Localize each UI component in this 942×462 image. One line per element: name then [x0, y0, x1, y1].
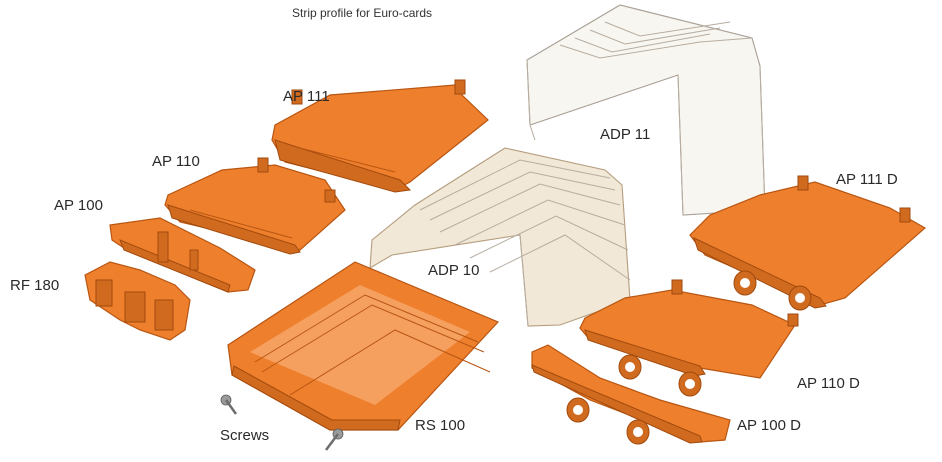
adp11-profile-shape	[526, 4, 766, 216]
rs100-part-shape	[227, 261, 500, 431]
label-ap100: AP 100	[54, 197, 103, 214]
rf180-part-shape	[84, 261, 191, 341]
label-rs100: RS 100	[415, 417, 466, 434]
ap110d-part-shape	[579, 279, 799, 397]
label-adp11: ADP 11	[600, 126, 651, 143]
label-screws: Screws	[220, 427, 270, 444]
label-adp10: ADP 10	[428, 262, 480, 279]
label-ap100d: AP 100 D	[737, 417, 801, 434]
screw-icon	[220, 394, 344, 451]
ap110-part-shape	[164, 157, 346, 255]
label-ap110: AP 110	[152, 153, 200, 170]
label-ap111: AP 111	[283, 88, 330, 105]
ap111-part-shape	[271, 79, 489, 193]
label-rf180: RF 180	[10, 277, 60, 294]
label-ap111d: AP 111 D	[836, 171, 898, 188]
ap100d-part-shape	[531, 344, 731, 445]
page-title: Strip profile for Euro-cards	[292, 6, 433, 20]
adp10-profile-shape	[369, 147, 631, 327]
label-ap110d: AP 110 D	[797, 375, 860, 392]
ap111d-part-shape	[689, 175, 927, 311]
ap100-part-shape	[109, 217, 256, 293]
